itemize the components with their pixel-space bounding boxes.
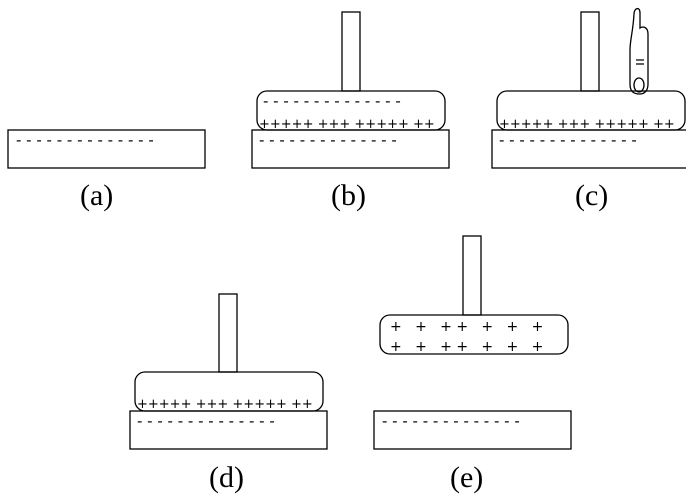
insulating-handle-e [462, 235, 482, 316]
plate-charge-row2-e: + + + + + + + [390, 339, 543, 355]
base-charge-c: - - - - - - - - - - - - - - [499, 131, 637, 149]
panel-c: +++++ +++ +++++ ++ - - - - - - - - - - -… [491, 7, 686, 212]
base-charge-e: - - - - - - - - - - - - - - [382, 412, 520, 430]
base-plate-c [491, 129, 686, 169]
caption-e: (e) [450, 461, 483, 494]
plate-charge-row1-e: + + + + + + + [390, 319, 543, 335]
caption-a: (a) [80, 179, 113, 212]
insulating-handle-b [341, 11, 361, 92]
plate-bottom-charge-c: +++++ +++ +++++ ++ [499, 117, 675, 132]
base-charge-b: - - - - - - - - - - - - - - [259, 131, 397, 149]
caption-c: (c) [575, 179, 608, 212]
plate-bottom-charge-d: +++++ +++ +++++ ++ [137, 397, 313, 412]
caption-b: (b) [331, 179, 366, 212]
panel-d: +++++ +++ +++++ ++ - - - - - - - - - - -… [129, 293, 328, 494]
base-plate-e [373, 410, 572, 450]
plate-bottom-charge-b: +++++ +++ +++++ ++ [259, 117, 435, 132]
panel-a: - - - - - - - - - - - - - - (a) [7, 129, 206, 212]
metal-plate-e [379, 314, 569, 355]
finger-icon [629, 7, 649, 95]
plate-top-charge-b: - - - - - - - - - - - - - - [263, 92, 401, 110]
base-plate-b [251, 129, 450, 169]
insulating-handle-c [580, 11, 600, 92]
insulating-handle-d [218, 293, 238, 373]
caption-d: (d) [209, 461, 244, 494]
panel-b: - - - - - - - - - - - - - - +++++ +++ ++… [251, 11, 450, 212]
base-charge-a: - - - - - - - - - - - - - - [16, 131, 154, 149]
base-charge-d: - - - - - - - - - - - - - - [137, 412, 275, 430]
base-plate-d [129, 410, 328, 450]
panel-e: + + + + + + + + + + + + + + - - - - - - … [373, 235, 572, 494]
base-plate-a [7, 129, 206, 169]
